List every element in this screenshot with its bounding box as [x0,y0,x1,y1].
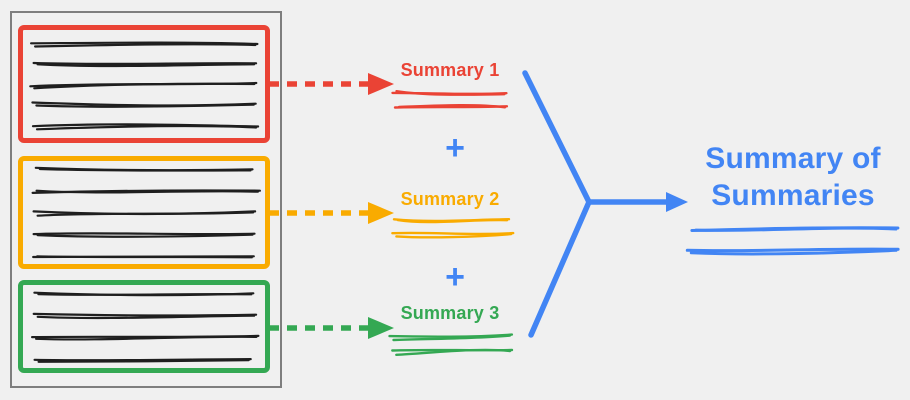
merge-line-bottom [528,199,592,338]
dashed-arrow-orange [269,202,394,224]
scribble-stroke [396,218,509,224]
scribble-stroke [35,124,258,131]
scribble-stroke [36,233,254,238]
scribble-stroke [35,335,258,341]
arrowhead-icon [666,192,688,212]
document-section-green [18,280,270,373]
section-text-scribble [31,166,261,259]
scribble-stroke [30,41,259,46]
scribble-stroke [689,248,898,256]
merge-arrow [522,70,688,338]
summary-1-scribble [391,90,509,109]
scribble-stroke [36,255,253,259]
plus-operator-1: + [445,129,465,167]
scribble-stroke [37,293,253,296]
arrowhead-icon [368,317,394,339]
section-text-scribble [29,41,260,131]
summary-2-scribble [391,218,515,239]
scribble-stroke [395,232,513,239]
scribble-stroke [36,63,256,68]
scribble-stroke [395,90,506,96]
scribble-stroke [38,167,252,172]
scribble-stroke [395,348,512,356]
summary-3-label: Summary 3 [400,303,500,323]
scribble-stroke [33,82,256,90]
merge-line-top [522,70,592,205]
scribble-stroke [694,226,898,232]
scribble-stroke [36,211,255,217]
document-section-red [18,25,270,143]
summary-2-label: Summary 2 [400,189,500,209]
result-scribble [685,226,900,256]
scribble-stroke [34,43,257,48]
dashed-arrow-red [269,73,394,95]
dashed-arrow-green [269,317,394,339]
scribble-stroke [33,358,252,362]
scribble-stroke [685,247,900,253]
summary-3-scribble [388,333,514,356]
arrowhead-icon [368,202,394,224]
source-document [10,11,282,388]
scribble-stroke [397,104,507,109]
scribble-stroke [37,359,250,363]
scribble-stroke [32,61,258,66]
scribble-stroke [35,189,259,194]
scribble-stroke [392,334,512,342]
result-title: Summary of Summaries [705,142,881,212]
scribble-stroke [36,314,256,320]
scribble-stroke [35,103,255,108]
section-text-scribble [31,291,260,363]
plus-operator-2: + [445,258,465,296]
summary-1-label: Summary 1 [400,60,500,80]
scribble-stroke [32,232,256,236]
scribble-stroke [391,231,515,236]
document-section-orange [18,156,270,269]
arrowhead-icon [368,73,394,95]
